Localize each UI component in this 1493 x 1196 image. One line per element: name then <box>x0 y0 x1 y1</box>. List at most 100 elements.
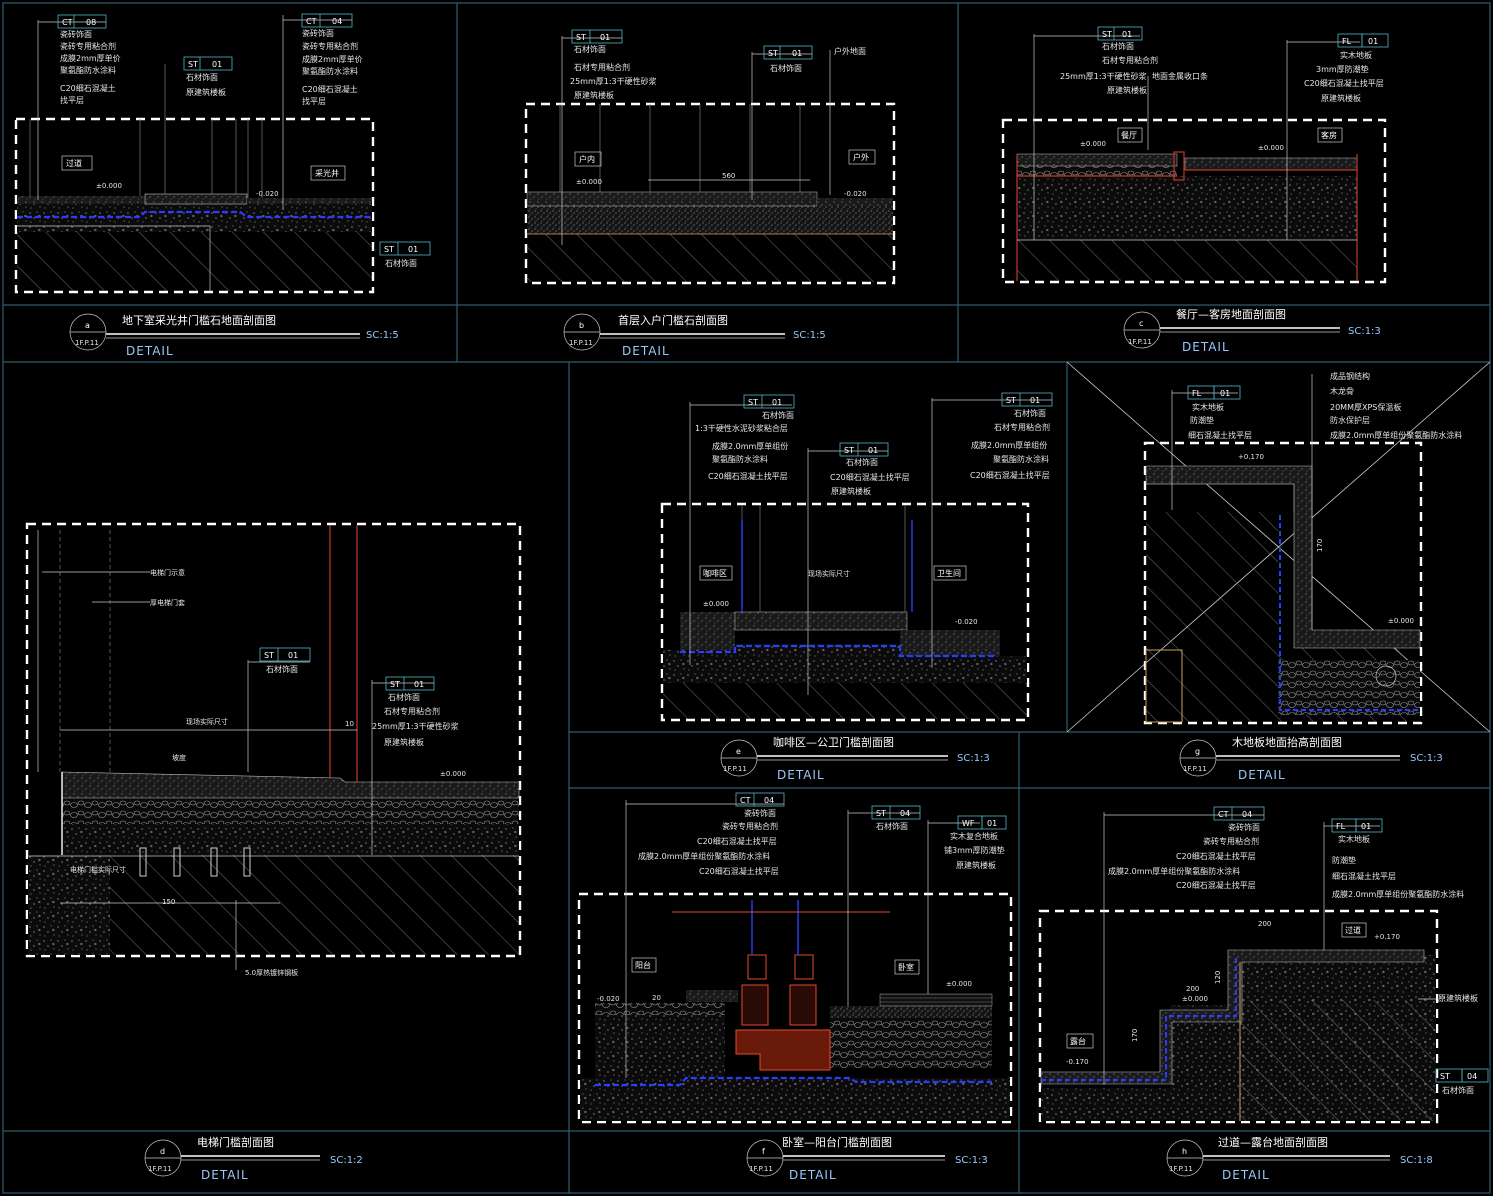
annotation-text: DETAIL <box>777 768 825 782</box>
level-marker: ±0.000 <box>1388 617 1414 625</box>
title-block-h: h 1F.P.11 过道—露台地面剖面图 DETAIL SC:1:8 <box>1166 1135 1433 1182</box>
annotation-text: CT <box>62 18 73 27</box>
annotation-text: 找平层 <box>302 96 326 106</box>
level-marker: ±0.000 <box>1080 140 1106 148</box>
annotation-text: C20细石混凝土找平层 <box>699 866 779 876</box>
annotation-text: 石材饰面 <box>385 258 417 268</box>
annotation-text: 04 <box>900 809 910 818</box>
note: 坡度 <box>172 753 186 762</box>
note: 电梯门槛实际尺寸 <box>70 865 126 874</box>
annotation-text: DETAIL <box>1238 768 1286 782</box>
annotation-text: ST <box>876 809 886 818</box>
annotation-text: 25mm厚1:3干硬性砂浆 <box>1060 71 1147 81</box>
annotation-text: 01 <box>600 33 610 42</box>
annotation-text: h <box>1182 1147 1187 1156</box>
note: 现场实际尺寸 <box>186 717 228 726</box>
annotation-text: c <box>1139 319 1143 328</box>
annotation-text: 防潮垫 <box>1190 415 1214 425</box>
annotation-text: 露台 <box>1070 1036 1086 1046</box>
room-label: 餐厅 <box>1117 127 1143 143</box>
annotation-text: 防水保护层 <box>1330 415 1370 425</box>
annotation-text: 卫生间 <box>937 568 961 578</box>
level-marker: ±0.000 <box>946 980 972 988</box>
annotation-text: 石材饰面 <box>770 63 802 73</box>
annotation-text: 1F.P.11 <box>723 765 747 773</box>
annotation-text: 1F.P.11 <box>1169 1165 1193 1173</box>
annotation-text: g <box>1195 747 1200 756</box>
annotation-text: ST <box>384 245 394 254</box>
annotation-text: e <box>736 747 741 756</box>
note: 厚电梯门套 <box>150 598 185 607</box>
annotation-text: 01 <box>1368 37 1378 46</box>
annotation-text: 石材饰面 <box>876 821 908 831</box>
annotation-text: C20细石混凝土找平层 <box>708 471 788 481</box>
annotation-text: 咖啡区—公卫门槛剖面图 <box>773 735 894 749</box>
room-label: 过道 <box>1341 922 1367 938</box>
annotation-text: 08 <box>86 18 96 27</box>
annotation-text: CT <box>740 796 751 805</box>
annotation-text: ST <box>264 651 274 660</box>
annotation-text: 成膜2mm厚单价 <box>302 54 363 64</box>
detail-label: DETAIL <box>126 344 174 358</box>
note: 户外地面 <box>834 46 866 56</box>
annotation-text: 成膜2mm厚单价 <box>60 53 121 63</box>
annotation-text: 瓷砖饰面 <box>744 808 776 818</box>
annotation-text: b <box>579 321 584 330</box>
annotation-text: 原建筑楼板 <box>1321 93 1361 103</box>
level-marker: -0.020 <box>955 618 978 626</box>
title-block-e: e 1F.P.11 咖啡区—公卫门槛剖面图 DETAIL SC:1:3 <box>720 735 990 782</box>
room-label: 咖啡区 <box>699 565 733 581</box>
annotation-text: ST <box>188 60 198 69</box>
annotation-text: C20细石混凝土找平层 <box>1304 78 1384 88</box>
annotation-text: ST <box>390 680 400 689</box>
annotation-text: 石材饰面 <box>1102 41 1134 51</box>
annotation-text: C20细石混凝土找平层 <box>697 836 777 846</box>
annotation-text: 04 <box>332 17 342 26</box>
annotation-text: 细石混凝土找平层 <box>1332 871 1396 881</box>
annotation-text: 成膜2.0mm厚单组份 <box>971 440 1047 450</box>
annotation-text: C20细石混凝土找平层 <box>970 470 1050 480</box>
dimension-label: 120 <box>1214 971 1222 984</box>
annotation-text: 成膜2.0mm厚单组份聚氨酯防水涂料 <box>1332 889 1464 899</box>
annotation-text: 瓷砖专用粘合剂 <box>1203 836 1259 846</box>
annotation-text: 01 <box>868 446 878 455</box>
annotation-text: 瓷砖饰面 <box>1228 822 1260 832</box>
annotation-text: 原建筑楼板 <box>186 87 226 97</box>
annotation-text: 1F.P.11 <box>148 1165 172 1173</box>
annotation-text: 01 <box>1220 389 1230 398</box>
level-marker: +0.170 <box>1374 933 1400 941</box>
annotation-text: 原建筑楼板 <box>384 737 424 747</box>
dimension-label: 现场实际尺寸 <box>808 569 850 578</box>
annotation-text: 石材专用粘合剂 <box>1102 55 1158 65</box>
dimension-label: 170 <box>1131 1029 1139 1042</box>
annotation-text: 成品钢结构 <box>1330 371 1370 381</box>
annotation-text: 聚氨酯防水涂料 <box>60 65 116 75</box>
annotation-text: 瓷砖饰面 <box>302 28 334 38</box>
annotation-text: 找平层 <box>60 95 84 105</box>
dimension-label: 10 <box>345 720 354 728</box>
annotation-text: SC:1:3 <box>957 753 990 764</box>
dimension-label: 200 <box>1186 985 1199 993</box>
room-label: 采光井 <box>310 165 346 181</box>
room-label: 过道 <box>61 155 93 171</box>
annotation-text: SC:1:5 <box>793 330 826 341</box>
annotation-text: 实木地板 <box>1192 402 1224 412</box>
annotation-text: 首层入户门槛石剖面图 <box>618 313 728 327</box>
note: 电梯门示意 <box>150 568 185 577</box>
